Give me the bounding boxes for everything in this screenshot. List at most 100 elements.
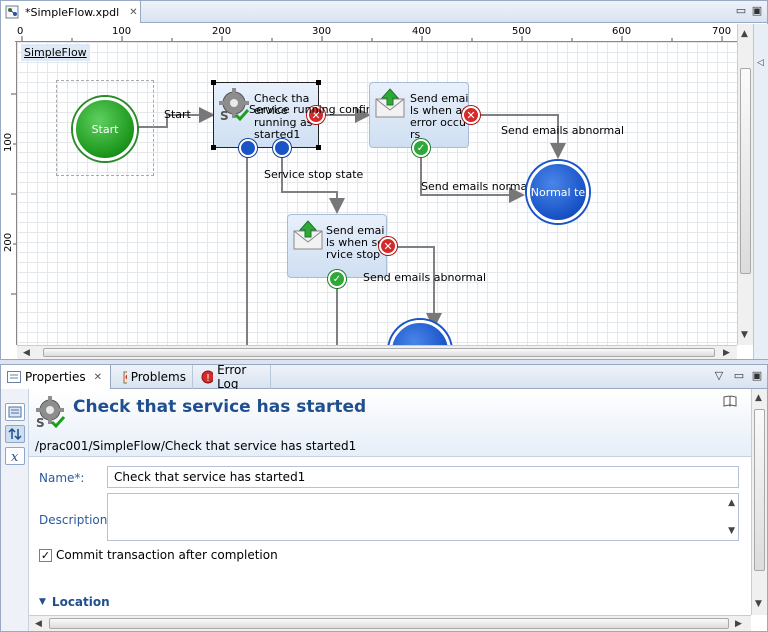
close-icon[interactable]: ✕ <box>129 6 138 18</box>
pool-label[interactable]: SimpleFlow <box>21 44 90 61</box>
chevron-down-icon: ▼ <box>39 597 46 607</box>
edge-label-abnormal-1: Send emails abnormal <box>501 124 625 137</box>
task-send-mail-error[interactable]: Send emai ls when an error occu rs <box>369 82 469 148</box>
editor-horizontal-scrollbar[interactable]: ◀ ▶ <box>17 345 737 359</box>
end-event-normal[interactable]: Normal te <box>527 161 589 223</box>
service-task-icon: S <box>36 396 66 429</box>
selection-handle[interactable] <box>316 145 321 150</box>
send-mail-icon <box>293 220 323 250</box>
scroll-left-icon[interactable]: ◀ <box>23 348 30 358</box>
edge-label-service-stop: Service stop state <box>264 168 364 181</box>
properties-icon <box>7 371 21 383</box>
commit-option[interactable]: ✓ Commit transaction after completion <box>39 548 278 562</box>
commit-label: Commit transaction after completion <box>56 548 278 562</box>
edge-label-normal: Send emails normal <box>421 180 531 193</box>
scroll-up-icon[interactable]: ▲ <box>741 29 748 39</box>
editor-vertical-scrollbar[interactable]: ▲ ▼ <box>737 24 753 345</box>
close-icon[interactable]: ✕ <box>93 371 103 383</box>
parameters-section-icon[interactable] <box>5 425 25 443</box>
selection-handle[interactable] <box>316 80 321 85</box>
problems-icon <box>123 371 127 383</box>
task-label: Send emai ls when se rvice stop <box>326 224 385 261</box>
scroll-down-icon[interactable]: ▼ <box>728 526 735 536</box>
svg-text:S: S <box>220 109 229 123</box>
selection-handle[interactable] <box>211 145 216 150</box>
name-field[interactable]: Check that service has started1 <box>107 466 739 488</box>
edges-layer <box>136 107 566 345</box>
help-book-icon[interactable] <box>723 395 737 410</box>
success-port-icon[interactable]: ✓ <box>412 139 430 157</box>
properties-view: Properties ✕ Problems ! Error Log ▽ ▭ ▣ … <box>0 363 768 632</box>
tab-label: Error Log <box>217 363 247 391</box>
error-log-icon: ! <box>201 370 214 384</box>
ruler-label: 600 <box>612 26 632 37</box>
scroll-up-icon[interactable]: ▲ <box>728 498 735 508</box>
tab-problems[interactable]: Problems <box>117 365 193 389</box>
task-send-mail-stop[interactable]: Send emai ls when se rvice stop <box>287 214 387 278</box>
svg-text:!: ! <box>206 373 210 384</box>
palette-expand-icon[interactable]: ◁ <box>757 58 764 68</box>
connector-port-icon[interactable] <box>239 139 257 157</box>
tab-error-log[interactable]: ! Error Log <box>195 363 271 391</box>
scroll-down-icon[interactable]: ▼ <box>755 599 762 609</box>
xpdl-file-icon <box>5 5 19 19</box>
connector-port-icon[interactable] <box>273 139 291 157</box>
editor-tab-bar: *SimpleFlow.xpdl ✕ ▭ ▣ <box>1 1 767 23</box>
editor-tab-label: *SimpleFlow.xpdl <box>25 5 120 19</box>
start-event-label: Start <box>91 122 119 136</box>
scroll-down-icon[interactable]: ▼ <box>741 330 748 340</box>
selection-handle[interactable] <box>211 80 216 85</box>
ruler-label: 500 <box>512 26 532 37</box>
edge-label-start: Start <box>164 108 191 121</box>
description-field[interactable]: ▲ ▼ <box>107 493 739 541</box>
start-event-bounds <box>56 80 154 176</box>
properties-sidebar: x <box>1 389 29 631</box>
palette-toggle[interactable]: ◁ <box>753 24 768 359</box>
task-check-service[interactable]: S Check tha ervice running as started1 <box>211 80 321 150</box>
svg-text:S: S <box>36 416 45 429</box>
horizontal-ruler: 0 100 200 300 400 500 600 700 <box>15 24 737 42</box>
ruler-label: 0 <box>17 26 24 37</box>
ruler-ticks <box>21 36 723 41</box>
scroll-right-icon[interactable]: ▶ <box>723 348 730 358</box>
general-section-icon[interactable] <box>5 403 25 421</box>
editor-tab-simpleflow[interactable]: *SimpleFlow.xpdl ✕ <box>1 1 141 23</box>
task-label: Check tha ervice running as started1 <box>254 92 313 141</box>
location-label: Location <box>51 595 110 609</box>
tab-label: Problems <box>130 370 186 384</box>
task-label: Send emai ls when an error occu rs <box>410 92 470 141</box>
element-path: /prac001/SimpleFlow/Check that service h… <box>35 439 357 453</box>
description-label: Description: <box>39 513 112 527</box>
ruler-label: 400 <box>412 26 432 37</box>
ruler-label: 200 <box>212 26 232 37</box>
error-boundary-icon[interactable]: ✕ <box>307 106 325 124</box>
minimize-icon[interactable]: ▭ <box>735 4 747 17</box>
expression-section-icon[interactable]: x <box>5 447 25 465</box>
ruler-ticks <box>11 93 16 295</box>
properties-horizontal-scrollbar[interactable]: ◀ ▶ <box>29 615 751 631</box>
scroll-thumb[interactable] <box>740 68 751 274</box>
view-menu-icon[interactable]: ▽ <box>714 369 724 382</box>
maximize-icon[interactable]: ▣ <box>751 369 763 382</box>
location-section-toggle[interactable]: ▼ Location <box>39 595 110 609</box>
error-boundary-icon[interactable]: ✕ <box>462 106 480 124</box>
scroll-thumb[interactable] <box>43 348 715 357</box>
tab-label: Properties <box>25 370 86 384</box>
scroll-up-icon[interactable]: ▲ <box>755 393 762 403</box>
ruler-label: 300 <box>312 26 332 37</box>
scroll-thumb[interactable] <box>754 409 765 571</box>
svg-text:x: x <box>11 450 19 464</box>
tab-properties[interactable]: Properties ✕ <box>1 365 111 389</box>
edge-label-abnormal-2: Send emails abnormal <box>363 271 487 284</box>
scroll-left-icon[interactable]: ◀ <box>35 619 42 629</box>
diagram-canvas[interactable]: SimpleFlow Start Start <box>17 42 737 345</box>
properties-vertical-scrollbar[interactable]: ▲ ▼ <box>751 389 767 615</box>
maximize-icon[interactable]: ▣ <box>751 4 763 17</box>
success-port-icon[interactable]: ✓ <box>328 270 346 288</box>
minimize-icon[interactable]: ▭ <box>733 369 745 382</box>
commit-checkbox[interactable]: ✓ <box>39 548 52 562</box>
scroll-thumb[interactable] <box>49 618 729 629</box>
scroll-right-icon[interactable]: ▶ <box>735 619 742 629</box>
start-event[interactable]: Start <box>73 97 137 161</box>
error-boundary-icon[interactable]: ✕ <box>379 237 397 255</box>
